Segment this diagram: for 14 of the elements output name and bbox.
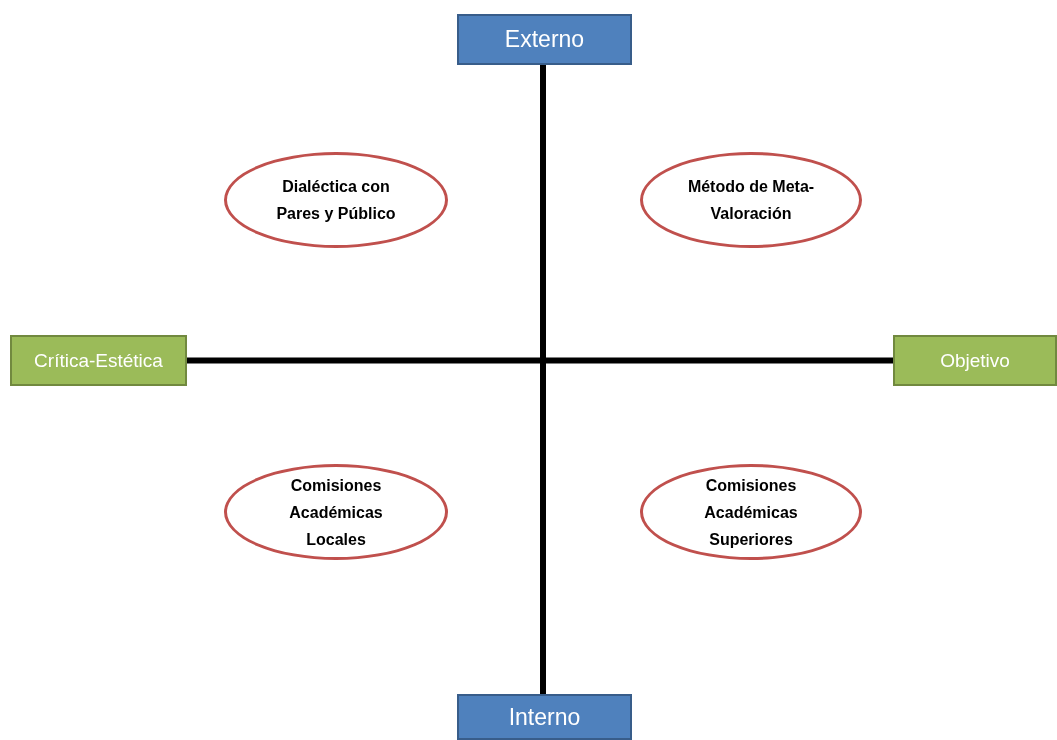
- node-text: Comisiones Académicas Locales: [288, 475, 384, 550]
- node-text: Método de Meta-Valoración: [686, 177, 816, 224]
- axis-label-box: [457, 14, 632, 65]
- axis-label-box: [457, 694, 632, 740]
- node-text: Dialéctica con Pares y Público: [275, 177, 397, 224]
- node-text: Comisiones Académicas Superiores: [703, 475, 799, 550]
- node-text: Objetivo: [940, 349, 1010, 372]
- axis-line: [187, 357, 893, 364]
- node-text: Crítica-Estética: [34, 349, 163, 372]
- node-text: Externo: [504, 26, 585, 53]
- node-text: Interno: [508, 703, 581, 731]
- axis-label-box: [893, 335, 1057, 386]
- axis-line: [540, 65, 546, 694]
- axis-label-box: [10, 335, 187, 386]
